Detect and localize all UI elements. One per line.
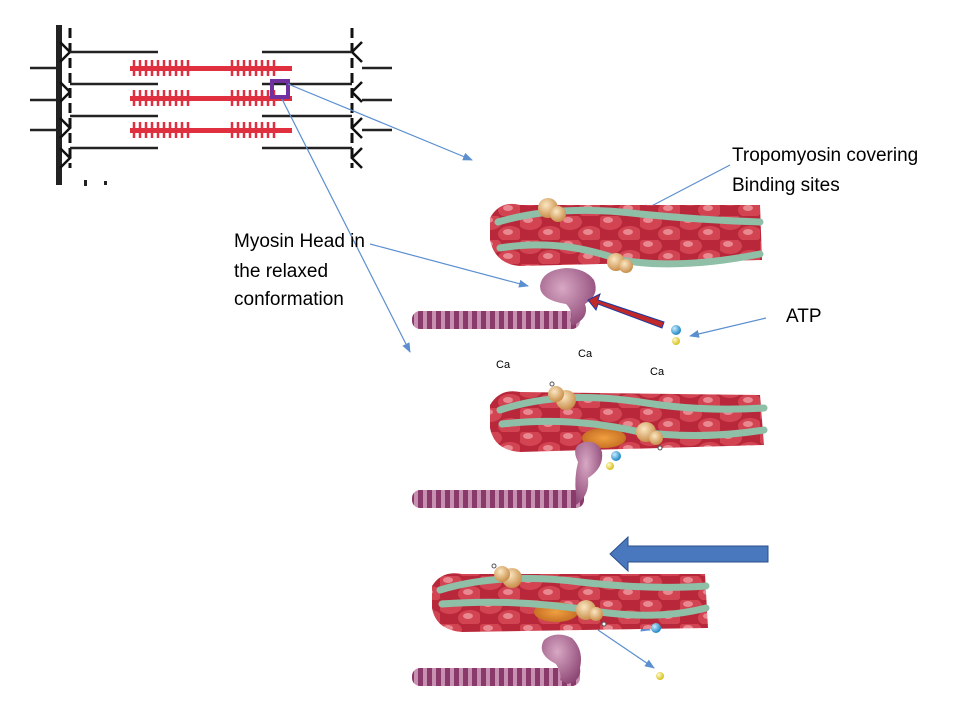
label-tropomyosin-line1: Tropomyosin covering — [732, 145, 919, 166]
atp-molecule-yellow — [672, 337, 680, 345]
atp-molecule-blue — [651, 623, 661, 633]
atp-molecule-blue — [671, 325, 681, 335]
myosin-head — [541, 634, 581, 684]
label-myosin-head-line1: Myosin Head in — [234, 231, 365, 252]
label-calcium: Ca — [496, 359, 511, 371]
label-myosin-head-line2: the relaxed — [234, 261, 329, 282]
panel-power-stroke — [412, 535, 769, 686]
label-calcium: Ca — [650, 366, 665, 378]
label-myosin-head-line3: conformation — [234, 289, 344, 310]
tropomyosin-strand — [494, 206, 764, 226]
atp-molecule-blue — [611, 451, 621, 461]
myosin-head — [575, 441, 603, 505]
atp-molecule-yellow — [606, 462, 614, 470]
label-tropomyosin-line2: Binding sites — [732, 175, 840, 196]
power-stroke-arrow-red — [587, 293, 665, 329]
myosin-tail — [412, 490, 584, 508]
selection-box — [270, 79, 290, 99]
label-atp: ATP — [786, 306, 822, 327]
myosin-tail — [412, 311, 580, 329]
label-calcium: Ca — [578, 348, 593, 360]
tropomyosin-strand — [436, 574, 710, 594]
sarcomere-schematic — [30, 25, 392, 186]
sliding-direction-arrow-blue — [609, 535, 769, 573]
atp-molecule-yellow — [656, 672, 664, 680]
myosin-head — [540, 268, 596, 326]
myosin-tail — [412, 668, 580, 686]
panel-relaxed — [412, 198, 764, 345]
tropomyosin-strand — [496, 394, 768, 414]
panel-calcium-bound — [412, 381, 768, 508]
